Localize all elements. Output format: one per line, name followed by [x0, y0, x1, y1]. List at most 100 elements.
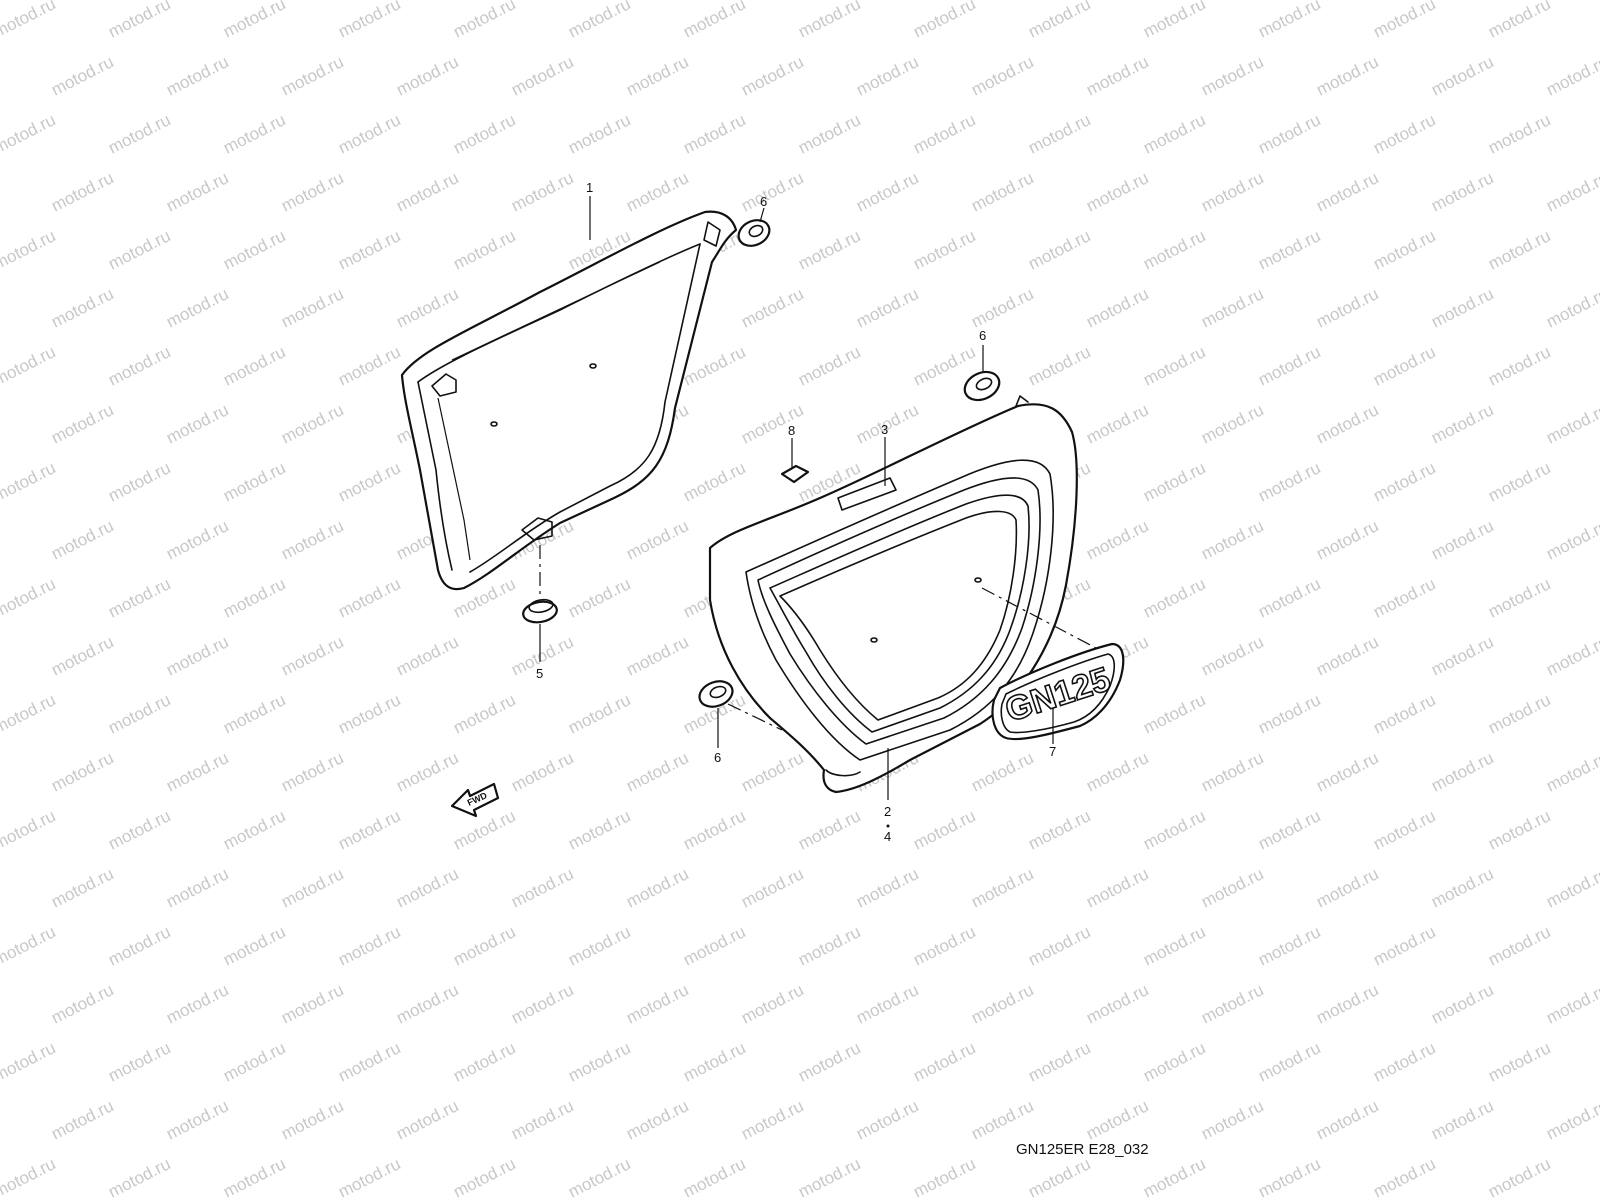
- callout-8: 8: [788, 423, 795, 438]
- watermark: motod.ru: [48, 168, 116, 215]
- watermark: motod.ru: [335, 574, 403, 621]
- watermark: motod.ru: [853, 284, 921, 331]
- watermark: motod.ru: [1083, 980, 1151, 1027]
- watermark: motod.ru: [1543, 284, 1600, 331]
- watermark: motod.ru: [278, 516, 346, 563]
- watermark: motod.ru: [163, 748, 231, 795]
- callout-3: 3: [881, 422, 888, 437]
- watermark: motod.ru: [968, 864, 1036, 911]
- callout-6-upper-left: 6: [760, 194, 767, 209]
- watermark: motod.ru: [1428, 168, 1496, 215]
- watermark: motod.ru: [1313, 980, 1381, 1027]
- watermark: motod.ru: [1255, 690, 1323, 737]
- clip: [780, 464, 810, 484]
- watermark: motod.ru: [1255, 922, 1323, 969]
- watermark: motod.ru: [680, 1038, 748, 1085]
- callouts: 1 6 6 8 3 5 6 7 2 4: [536, 180, 1056, 844]
- watermark: motod.ru: [1255, 458, 1323, 505]
- watermark: motod.ru: [565, 1038, 633, 1085]
- watermark: motod.ru: [1140, 690, 1208, 737]
- watermark: motod.ru: [623, 168, 691, 215]
- grommet-left: [522, 598, 558, 624]
- watermark: motod.ru: [1025, 226, 1093, 273]
- watermark: motod.ru: [623, 52, 691, 99]
- watermark: motod.ru: [220, 574, 288, 621]
- watermark: motod.ru: [680, 922, 748, 969]
- watermark: motod.ru: [1083, 52, 1151, 99]
- watermark: motod.ru: [1313, 516, 1381, 563]
- watermark: motod.ru: [105, 574, 173, 621]
- watermark: motod.ru: [795, 922, 863, 969]
- watermark: motod.ru: [1198, 1096, 1266, 1143]
- watermark: motod.ru: [1025, 922, 1093, 969]
- watermark: motod.ru: [1025, 1154, 1093, 1200]
- watermark: motod.ru: [1140, 226, 1208, 273]
- watermark: motod.ru: [1370, 1038, 1438, 1085]
- watermark: motod.ru: [1485, 0, 1553, 42]
- watermark: motod.ru: [968, 168, 1036, 215]
- callout-7: 7: [1049, 744, 1056, 759]
- watermark: motod.ru: [163, 1096, 231, 1143]
- watermark: motod.ru: [220, 1154, 288, 1200]
- watermark: motod.ru: [105, 342, 173, 389]
- watermark: motod.ru: [220, 110, 288, 157]
- watermark: motod.ru: [968, 52, 1036, 99]
- watermark: motod.ru: [278, 400, 346, 447]
- watermark: motod.ru: [163, 632, 231, 679]
- watermark: motod.ru: [1198, 400, 1266, 447]
- watermark: motod.ru: [1485, 110, 1553, 157]
- watermark: motod.ru: [680, 0, 748, 42]
- watermark: motod.ru: [1370, 574, 1438, 621]
- watermark: motod.ru: [1428, 400, 1496, 447]
- watermark: motod.ru: [1255, 806, 1323, 853]
- watermark: motod.ru: [393, 632, 461, 679]
- watermark: motod.ru: [1255, 1038, 1323, 1085]
- watermark: motod.ru: [623, 632, 691, 679]
- watermark: motod.ru: [105, 690, 173, 737]
- watermark: motod.ru: [795, 226, 863, 273]
- watermark: motod.ru: [1255, 0, 1323, 42]
- watermark: motod.ru: [220, 690, 288, 737]
- watermark: motod.ru: [1198, 52, 1266, 99]
- watermark: motod.ru: [450, 1154, 518, 1200]
- watermark: motod.ru: [1025, 806, 1093, 853]
- watermark: motod.ru: [508, 980, 576, 1027]
- watermark: motod.ru: [220, 0, 288, 42]
- watermark: motod.ru: [565, 690, 633, 737]
- watermark: motod.ru: [738, 864, 806, 911]
- watermark: motod.ru: [910, 1154, 978, 1200]
- watermark: motod.ru: [1140, 922, 1208, 969]
- watermark: motod.ru: [1485, 226, 1553, 273]
- watermark: motod.ru: [450, 690, 518, 737]
- watermark: motod.ru: [0, 748, 2, 795]
- watermark: motod.ru: [1485, 458, 1553, 505]
- watermark: motod.ru: [163, 400, 231, 447]
- watermark: motod.ru: [1370, 1154, 1438, 1200]
- callout-4: 4: [884, 829, 891, 844]
- watermark: motod.ru: [335, 922, 403, 969]
- watermark: motod.ru: [1083, 864, 1151, 911]
- watermark: motod.ru: [48, 980, 116, 1027]
- watermark: motod.ru: [508, 1096, 576, 1143]
- watermark: motod.ru: [1485, 690, 1553, 737]
- watermark: motod.ru: [105, 1154, 173, 1200]
- watermark: motod.ru: [1025, 110, 1093, 157]
- watermark: motod.ru: [565, 1154, 633, 1200]
- watermark: motod.ru: [1198, 284, 1266, 331]
- right-frame-cover: [708, 395, 1078, 794]
- watermark: motod.ru: [0, 1096, 2, 1143]
- watermark: motod.ru: [795, 110, 863, 157]
- watermark: motod.ru: [1428, 980, 1496, 1027]
- watermark: motod.ru: [1025, 0, 1093, 42]
- watermark: motod.ru: [1485, 806, 1553, 853]
- watermark: motod.ru: [565, 110, 633, 157]
- watermark: motod.ru: [910, 0, 978, 42]
- watermark: motod.ru: [163, 980, 231, 1027]
- watermark: motod.ru: [163, 864, 231, 911]
- watermark: motod.ru: [1313, 284, 1381, 331]
- watermark: motod.ru: [1255, 110, 1323, 157]
- watermark: motod.ru: [680, 458, 748, 505]
- watermark: motod.ru: [623, 980, 691, 1027]
- watermark: motod.ru: [335, 806, 403, 853]
- watermark: motod.ru: [0, 226, 59, 273]
